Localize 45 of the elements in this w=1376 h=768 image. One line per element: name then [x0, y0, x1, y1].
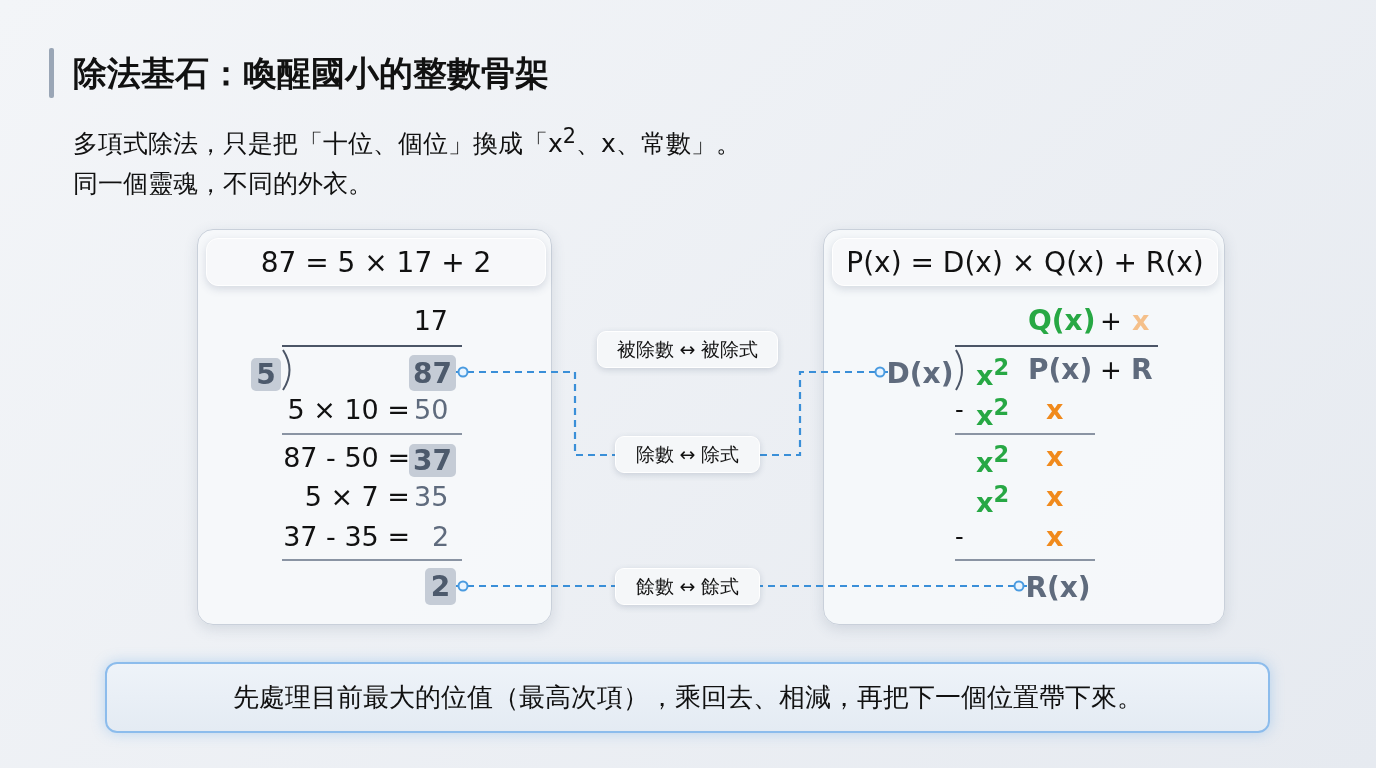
- math-term: x: [1046, 396, 1064, 424]
- dashed-connector: [455, 580, 615, 592]
- title: 除法基石：喚醒國小的整數骨架: [73, 56, 549, 90]
- math-term: D(x): [889, 356, 951, 390]
- math-operator: +: [1100, 356, 1122, 383]
- term-pair-tag: 餘數 ↔ 餘式: [615, 568, 760, 605]
- panel-card: [823, 229, 1225, 625]
- dashed-connector: [760, 366, 888, 457]
- formula-box: 87 = 5 × 17 + 2: [206, 238, 546, 286]
- math-result: 50: [414, 396, 449, 424]
- subtitle: 同一個靈魂，不同的外衣。: [73, 171, 373, 197]
- panel-card: [197, 229, 552, 625]
- math-term: Q(x): [1028, 306, 1096, 335]
- math-term: x$^{2}$: [976, 396, 1010, 430]
- term-pair-tag: 除數 ↔ 除式: [615, 436, 760, 473]
- math-result: 2: [432, 523, 450, 551]
- math-term: x$^{2}$: [976, 356, 1010, 390]
- math-term: x: [1046, 523, 1064, 551]
- note-banner: 先處理目前最大的位值（最高次項），乘回去、相減，再把下一個位置帶下來。: [105, 662, 1270, 733]
- dashed-connector: [455, 366, 615, 457]
- dashed-connector: [760, 580, 1027, 592]
- subtitle: 多項式除法，只是把「十位、個位」換成「x$^{2}$、x、常數」。: [73, 126, 741, 157]
- highlighted-number: 5: [251, 358, 281, 391]
- highlighted-number: 87: [409, 355, 456, 391]
- math-term: x: [1046, 483, 1064, 511]
- math-step: 37 - 35 =: [283, 523, 410, 551]
- math-operator: -: [955, 397, 964, 422]
- math-operator: +: [1100, 307, 1122, 334]
- math-operator: -: [955, 524, 964, 549]
- math-step: 5 × 10 =: [287, 396, 410, 424]
- term-pair-tag: 被除數 ↔ 被除式: [597, 331, 778, 368]
- formula-box: P(x) = D(x) × Q(x) + R(x): [832, 238, 1218, 286]
- math-term: x$^{2}$: [976, 483, 1010, 517]
- math-term: x: [1132, 307, 1150, 335]
- highlighted-number: 37: [409, 444, 456, 477]
- math-term: x$^{2}$: [976, 443, 1010, 477]
- math-step: 87 - 50 =: [283, 444, 410, 472]
- math-result: 35: [414, 483, 449, 511]
- quotient: 17: [413, 307, 448, 335]
- math-term: R: [1131, 355, 1153, 384]
- math-term: P(x): [1028, 355, 1093, 384]
- math-term: x: [1046, 443, 1064, 471]
- math-term: R(x): [1028, 569, 1088, 605]
- math-step: 5 × 7 =: [304, 483, 410, 511]
- highlighted-number: 2: [425, 568, 456, 605]
